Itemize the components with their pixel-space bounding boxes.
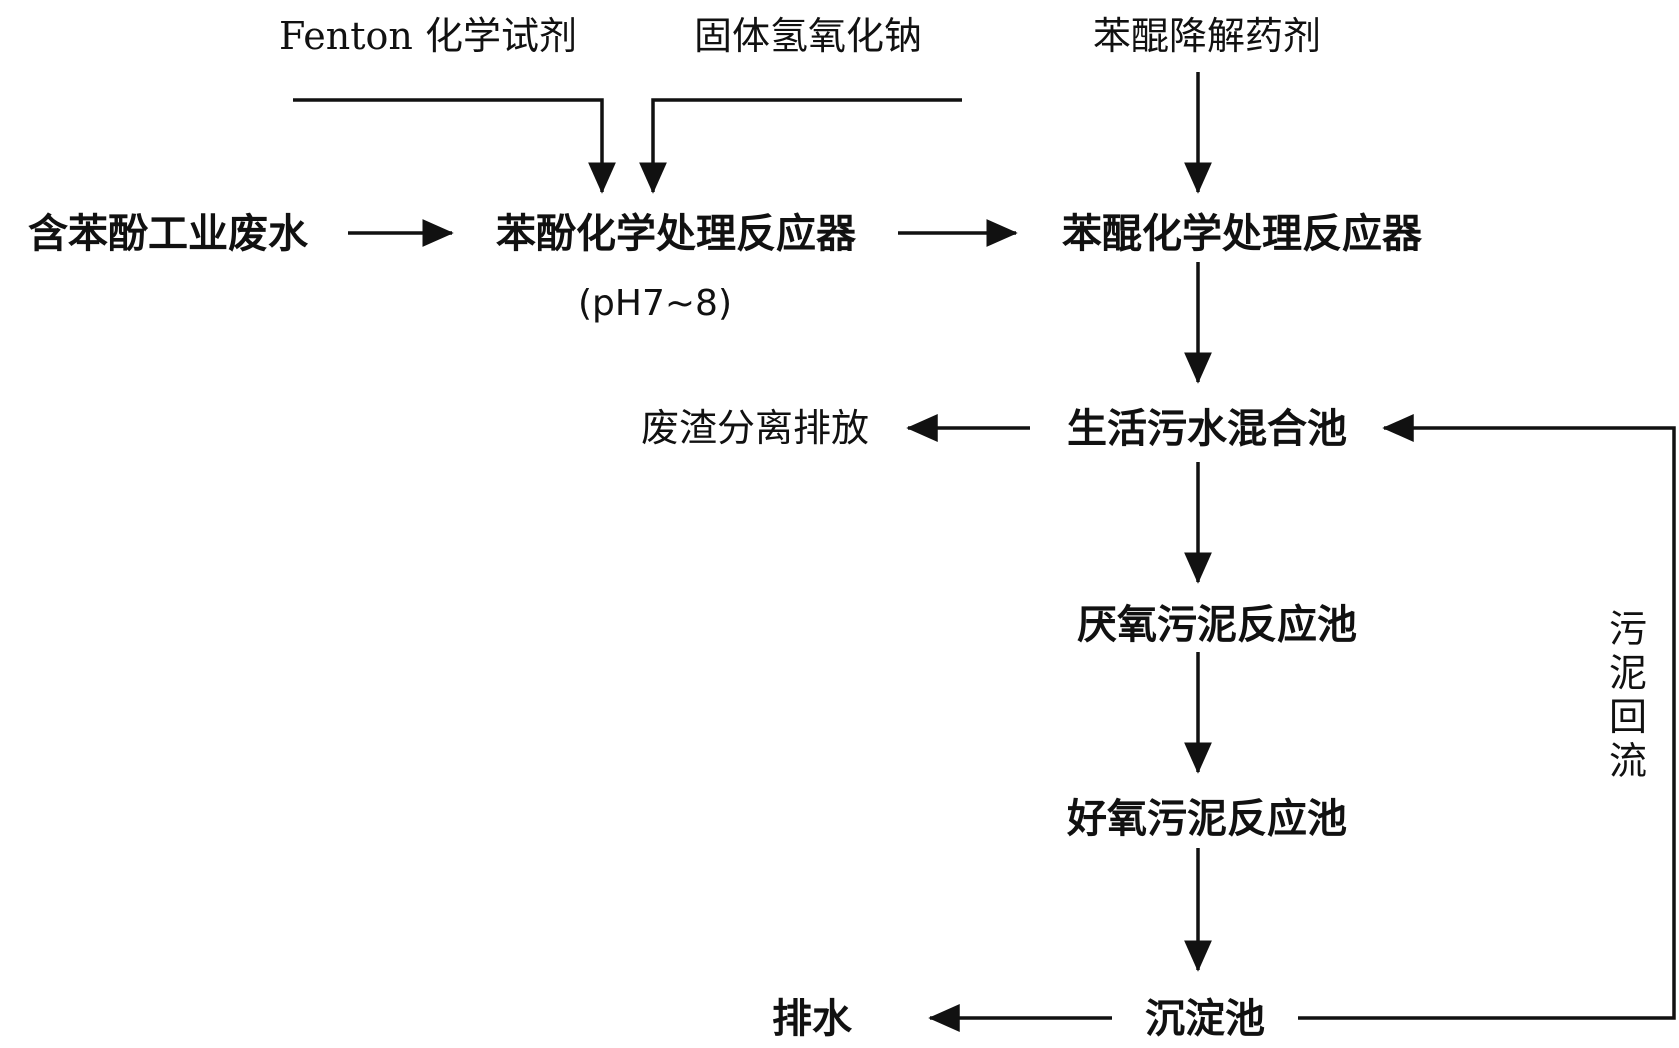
sludge-return-char: 流 xyxy=(1609,739,1647,783)
node-wastewater: 含苯酚工业废水 xyxy=(28,211,309,257)
label-fenton-reagent: Fenton 化学试剂 xyxy=(279,14,577,58)
node-waste-residue: 废渣分离排放 xyxy=(641,406,869,450)
edges xyxy=(293,72,1676,1032)
label-solid-naoh: 固体氢氧化钠 xyxy=(694,14,922,58)
sludge-return-char: 污 xyxy=(1609,607,1647,651)
sludge-return-char: 回 xyxy=(1609,695,1647,739)
node-mixing-pool: 生活污水混合池 xyxy=(1067,406,1347,452)
arrow-naoh-to-phenol-reactor xyxy=(639,98,962,194)
arrow-fenton-to-phenol-reactor xyxy=(293,98,616,194)
node-anaerobic-pool: 厌氧污泥反应池 xyxy=(1077,602,1357,648)
node-sedimentation-pool: 沉淀池 xyxy=(1145,996,1265,1042)
arrow-sludge-return xyxy=(1298,414,1676,1020)
node-drainage: 排水 xyxy=(772,996,853,1042)
node-quinone-reactor: 苯醌化学处理反应器 xyxy=(1062,211,1423,257)
node-phenol-reactor-ph: (pH7~8) xyxy=(578,283,732,324)
label-quinone-agent: 苯醌降解药剂 xyxy=(1093,14,1321,58)
sludge-return-char: 泥 xyxy=(1609,651,1647,695)
node-phenol-reactor: 苯酚化学处理反应器 xyxy=(496,211,857,257)
node-aerobic-pool: 好氧污泥反应池 xyxy=(1066,796,1347,842)
label-sludge-return: 污 泥 回 流 xyxy=(1609,607,1647,783)
